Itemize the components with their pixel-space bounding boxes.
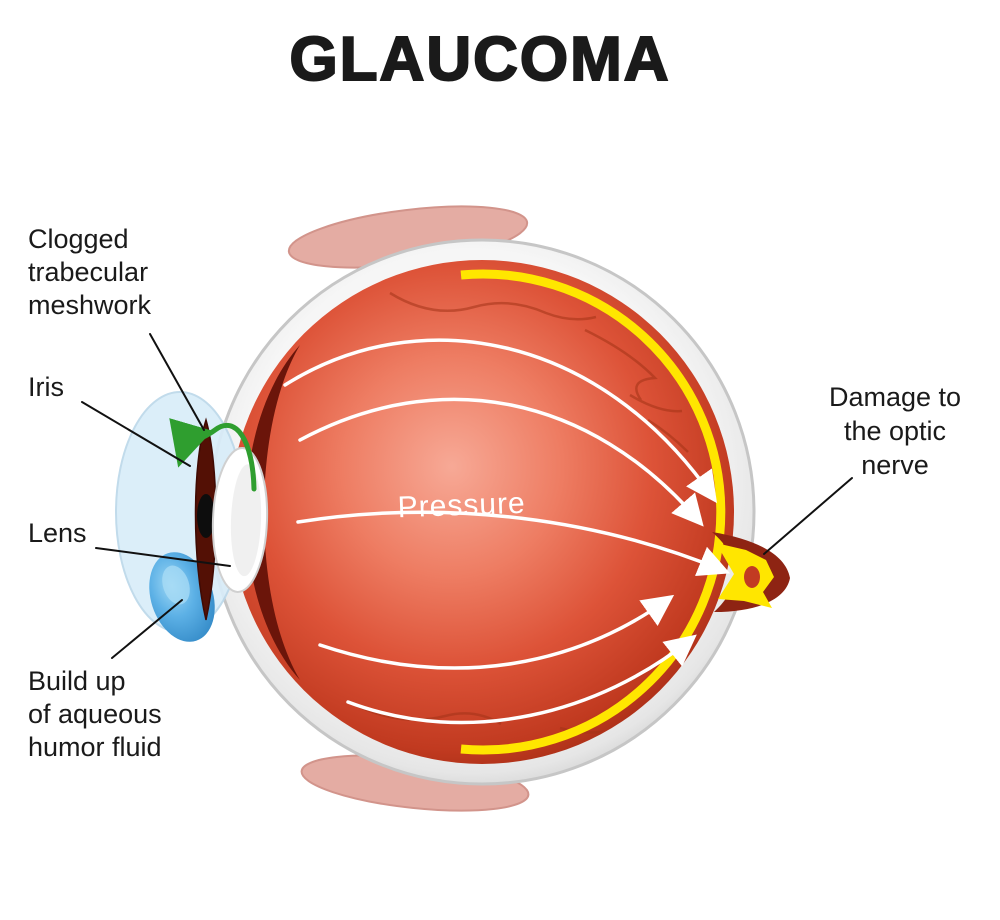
label-buildup-line-1: Build up [28, 666, 126, 696]
pupil [197, 494, 215, 538]
label-lens: Lens [28, 518, 87, 548]
leader-line-aqueous-buildup [111, 599, 183, 659]
label-clogged-line-3: meshwork [28, 290, 152, 320]
leader-line-iris [81, 401, 191, 467]
label-damage-line-1: Damage to [829, 382, 961, 412]
leader-line-lens [95, 547, 231, 567]
label-iris: Iris [28, 372, 64, 402]
leader-line-trabecular-meshwork [149, 333, 205, 431]
pressure-label: Pressure [397, 487, 526, 524]
optic-nerve [712, 532, 790, 612]
label-clogged-trabecular-meshwork: Clogged trabecular meshwork [28, 224, 152, 320]
optic-disc-spot [744, 566, 760, 588]
leader-lines [81, 333, 853, 659]
pressure-arrows [283, 338, 731, 725]
label-aqueous-buildup: Build up of aqueous humor fluid [28, 666, 162, 762]
ciliary-body-crescent [246, 345, 300, 680]
lens-shading [230, 464, 262, 577]
label-clogged-line-1: Clogged [28, 224, 129, 254]
label-buildup-line-3: humor fluid [28, 732, 162, 762]
pressure-arrow-upper [298, 397, 704, 527]
leader-line-optic-nerve [763, 477, 853, 555]
pressure-arrow-bottom [346, 634, 697, 725]
retina-layer [460, 269, 726, 755]
label-optic-nerve-damage: Damage to the optic nerve [829, 382, 961, 480]
page-title: GLAUCOMA [289, 25, 670, 94]
eyeball-interior [230, 260, 734, 764]
label-damage-line-2: the optic [844, 416, 946, 446]
label-damage-line-3: nerve [861, 450, 929, 480]
pressure-arrow-lower [318, 594, 675, 670]
pressure-arrow-top [283, 338, 718, 504]
aqueous-fluid-highlight [162, 565, 190, 605]
label-clogged-line-2: trabecular [28, 257, 148, 287]
blocked-fluid-flow-arrow [169, 418, 257, 492]
pressure-arrow-middle [296, 510, 731, 576]
label-buildup-line-2: of aqueous [28, 699, 162, 729]
